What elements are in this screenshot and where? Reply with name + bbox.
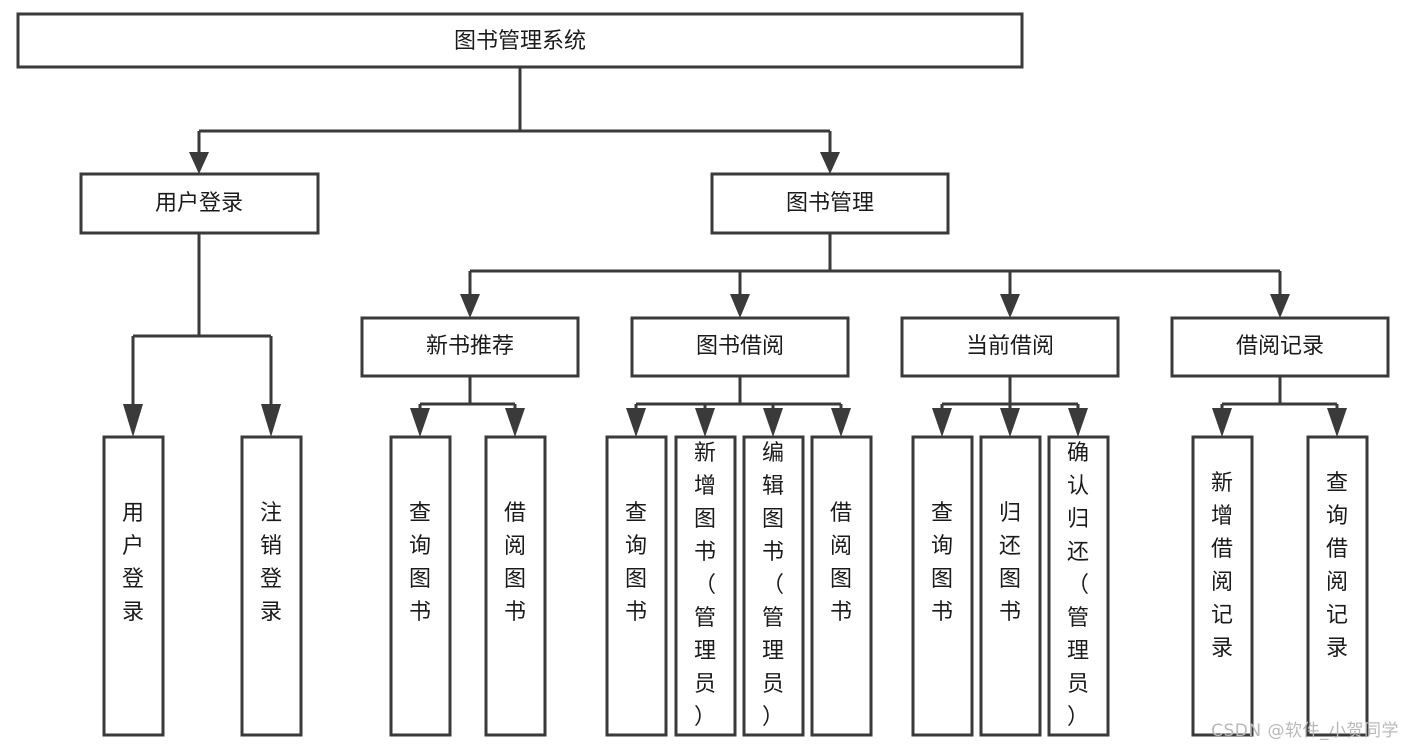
node-user-login-box[interactable] [79,172,320,235]
node-root[interactable]: 图书管理系统 [16,12,1024,69]
node-leaf-borrow-book-2-box[interactable] [810,435,873,737]
connector-currentborrow-to-leaves [932,376,1088,437]
arrow-head-leaf-user-logout [261,404,281,437]
arrow-head-leaf-add-record [1212,408,1232,437]
node-leaf-return-book[interactable]: 归还图书 [979,435,1042,737]
arrow-head-new-book [460,294,480,318]
connector-newbook-to-leaves [410,376,525,437]
connector-root-to-level2 [189,67,840,174]
node-leaf-return-book-label: 归还图书 [999,501,1021,625]
node-leaf-edit-book[interactable]: 编辑图书（管理员） [742,435,805,737]
connector-bookmanage-to-level3 [460,233,1290,318]
node-leaf-user-logout[interactable]: 注销登录 [240,435,303,737]
arrow-head-leaf-query-book-1 [410,408,430,437]
node-leaf-user-logout-box[interactable] [240,435,303,737]
node-current-borrow[interactable]: 当前借阅 [900,316,1120,378]
node-leaf-borrow-book-1-label: 借阅图书 [504,501,526,625]
node-root-box[interactable] [16,12,1024,69]
node-book-manage[interactable]: 图书管理 [710,172,950,235]
node-borrow-record-label: 借阅记录 [1236,334,1324,359]
connector-userlogin-to-leaves [123,233,281,437]
node-leaf-user-login-label: 用户登录 [122,501,144,625]
node-leaf-query-book-1-box[interactable] [389,435,452,737]
node-leaf-query-book-1[interactable]: 查询图书 [389,435,452,737]
node-root-label: 图书管理系统 [454,29,586,54]
node-leaf-query-book-3-label: 查询图书 [931,501,953,625]
node-borrow-record-box[interactable] [1170,316,1390,378]
node-leaf-return-book-box[interactable] [979,435,1042,737]
node-leaf-query-book-2[interactable]: 查询图书 [605,435,668,737]
node-book-borrow-box[interactable] [630,316,850,378]
node-leaf-query-book-3[interactable]: 查询图书 [911,435,974,737]
node-leaf-borrow-book-2[interactable]: 借阅图书 [810,435,873,737]
node-leaf-add-book-box[interactable] [674,435,737,737]
arrow-head-user-login [189,152,209,174]
arrow-head-leaf-borrow-book-2 [831,408,851,437]
node-leaf-query-book-3-box[interactable] [911,435,974,737]
arrow-head-leaf-edit-book [763,408,783,437]
arrow-head-leaf-borrow-book-1 [505,408,525,437]
node-leaf-user-login-box[interactable] [102,435,165,737]
csdn-watermark: CSDN @软件_小贺同学 [1211,721,1399,741]
node-new-book-recommend[interactable]: 新书推荐 [360,316,580,378]
node-book-borrow[interactable]: 图书借阅 [630,316,850,378]
arrow-head-book-borrow [730,294,750,318]
node-leaf-confirm-return-box[interactable] [1047,435,1110,737]
node-leaf-edit-book-label: 编辑图书（管理员） [762,441,784,730]
arrow-head-leaf-add-book [695,408,715,437]
node-leaf-query-record-label: 查询借阅记录 [1326,471,1348,661]
arrow-head-leaf-query-record [1327,408,1347,437]
arrow-head-leaf-return-book [1000,408,1020,437]
node-book-manage-box[interactable] [710,172,950,235]
arrow-head-leaf-confirm-return [1068,408,1088,437]
node-leaf-borrow-book-1[interactable]: 借阅图书 [484,435,547,737]
node-leaf-add-record[interactable]: 新增借阅记录 [1191,435,1254,737]
node-leaf-add-book-label: 新增图书（管理员） [694,441,716,730]
node-leaf-query-book-1-label: 查询图书 [409,501,431,625]
arrow-head-leaf-query-book-3 [932,408,952,437]
node-leaf-add-record-box[interactable] [1191,435,1254,737]
node-leaf-borrow-book-1-box[interactable] [484,435,547,737]
node-leaf-add-record-label: 新增借阅记录 [1211,471,1233,661]
connector-bookborrow-to-leaves [626,376,851,437]
arrow-head-leaf-user-login [123,404,143,437]
node-new-book-recommend-label: 新书推荐 [426,334,514,359]
node-user-login[interactable]: 用户登录 [79,172,320,235]
node-leaf-confirm-return[interactable]: 确认归还（管理员） [1047,435,1110,737]
node-book-borrow-label: 图书借阅 [696,334,784,359]
node-leaf-add-book[interactable]: 新增图书（管理员） [674,435,737,737]
arrow-head-current-borrow [1000,294,1020,318]
node-leaf-confirm-return-label: 确认归还（管理员） [1067,441,1089,730]
node-leaf-edit-book-box[interactable] [742,435,805,737]
node-book-manage-label: 图书管理 [786,191,874,216]
node-current-borrow-label: 当前借阅 [966,334,1054,359]
arrow-head-book-manage [820,152,840,174]
node-leaf-query-book-2-box[interactable] [605,435,668,737]
arrow-head-borrow-record [1270,294,1290,318]
node-current-borrow-box[interactable] [900,316,1120,378]
node-user-login-label: 用户登录 [155,191,243,216]
node-leaf-query-record[interactable]: 查询借阅记录 [1306,435,1369,737]
node-leaf-query-book-2-label: 查询图书 [625,501,647,625]
node-leaf-query-record-box[interactable] [1306,435,1369,737]
node-leaf-user-login[interactable]: 用户登录 [102,435,165,737]
node-borrow-record[interactable]: 借阅记录 [1170,316,1390,378]
connector-borrowrecord-to-leaves [1212,376,1347,437]
arrow-head-leaf-query-book-2 [626,408,646,437]
node-leaf-borrow-book-2-label: 借阅图书 [830,501,852,625]
node-new-book-recommend-box[interactable] [360,316,580,378]
node-leaf-user-logout-label: 注销登录 [260,501,282,625]
